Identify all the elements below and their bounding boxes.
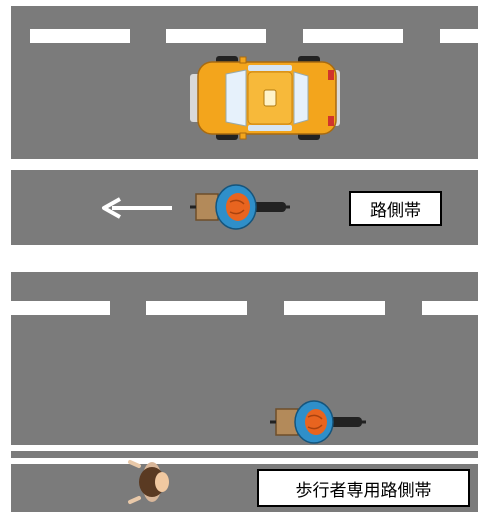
center-dash [440,29,478,43]
center-dash [422,301,478,315]
left-arrow-icon [102,197,172,219]
roadside-strip-label: 路側帯 [349,191,442,226]
center-dash [166,29,266,43]
pedestrian-icon [128,460,169,504]
center-dash [11,301,110,315]
center-dash [284,301,385,315]
center-dash [303,29,403,43]
taxi-icon [190,56,340,140]
edge-line [11,445,478,451]
edge-line [11,458,478,464]
center-dash [146,301,247,315]
edge-line [11,159,478,170]
pedestrian-strip-label: 歩行者専用路側帯 [257,469,470,507]
center-dash [30,29,130,43]
motorbike-rider-icon [270,400,366,444]
motorbike-rider-icon [190,184,290,230]
